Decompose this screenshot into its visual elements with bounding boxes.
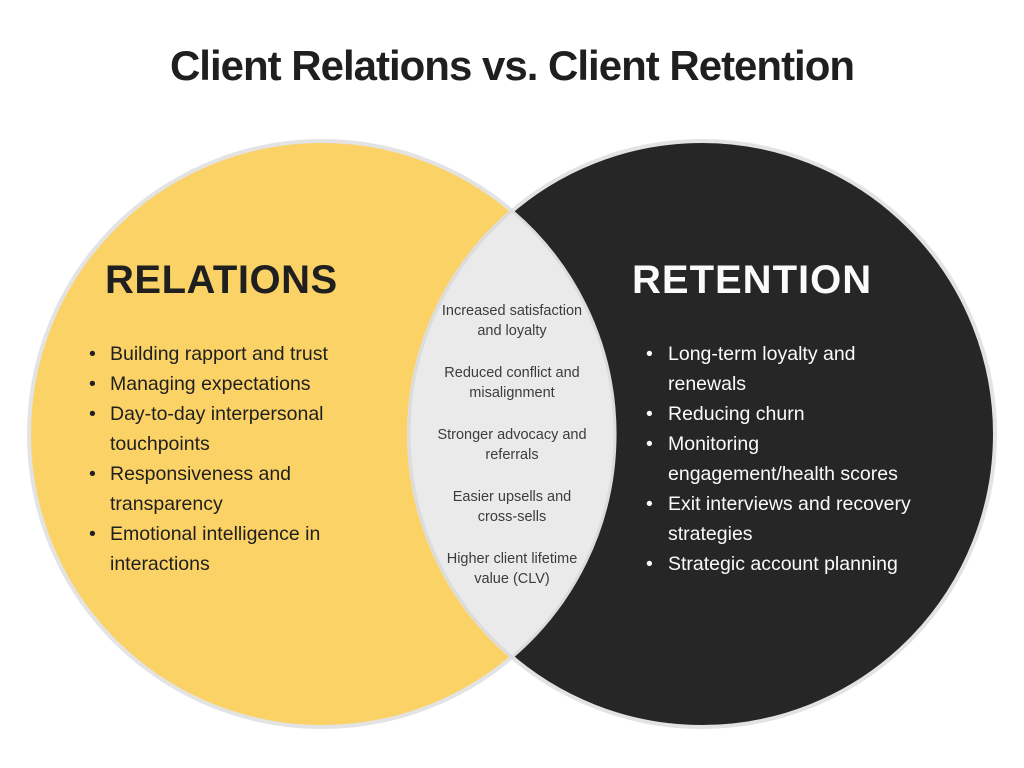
retention-list-item: Long-term loyalty and renewals <box>628 339 980 399</box>
overlap-item: Easier upsells and cross-sells <box>452 489 572 525</box>
relations-heading: RELATIONS <box>105 258 338 302</box>
overlap-item: Stronger advocacy and referrals <box>437 427 587 463</box>
overlap-item: Higher client lifetime value (CLV) <box>446 551 578 587</box>
retention-list-item: Strategic account planning <box>628 549 980 579</box>
overlap-region <box>407 208 617 660</box>
relations-list: Building rapport and trustManaging expec… <box>85 339 415 579</box>
relations-section: RELATIONS Building rapport and trustMana… <box>85 258 415 579</box>
relations-list-item: Day-to-day interpersonal touchpoints <box>85 399 415 459</box>
relations-list-item: Responsiveness and transparency <box>85 459 415 519</box>
retention-section: RETENTION Long-term loyalty and renewals… <box>628 258 980 579</box>
retention-heading: RETENTION <box>632 258 873 302</box>
overlap-item: Increased satisfaction and loyalty <box>441 303 583 339</box>
retention-list-item: Monitoring engagement/health scores <box>628 429 980 489</box>
page-title: Client Relations vs. Client Retention <box>169 42 855 89</box>
retention-list-item: Reducing churn <box>628 399 980 429</box>
overlap-item: Reduced conflict and misalignment <box>444 365 580 401</box>
relations-list-item: Managing expectations <box>85 369 415 399</box>
retention-list-item: Exit interviews and recovery strategies <box>628 489 980 549</box>
relations-list-item: Emotional intelligence in interactions <box>85 519 415 579</box>
relations-list-item: Building rapport and trust <box>85 339 415 369</box>
retention-list: Long-term loyalty and renewalsReducing c… <box>628 339 980 579</box>
